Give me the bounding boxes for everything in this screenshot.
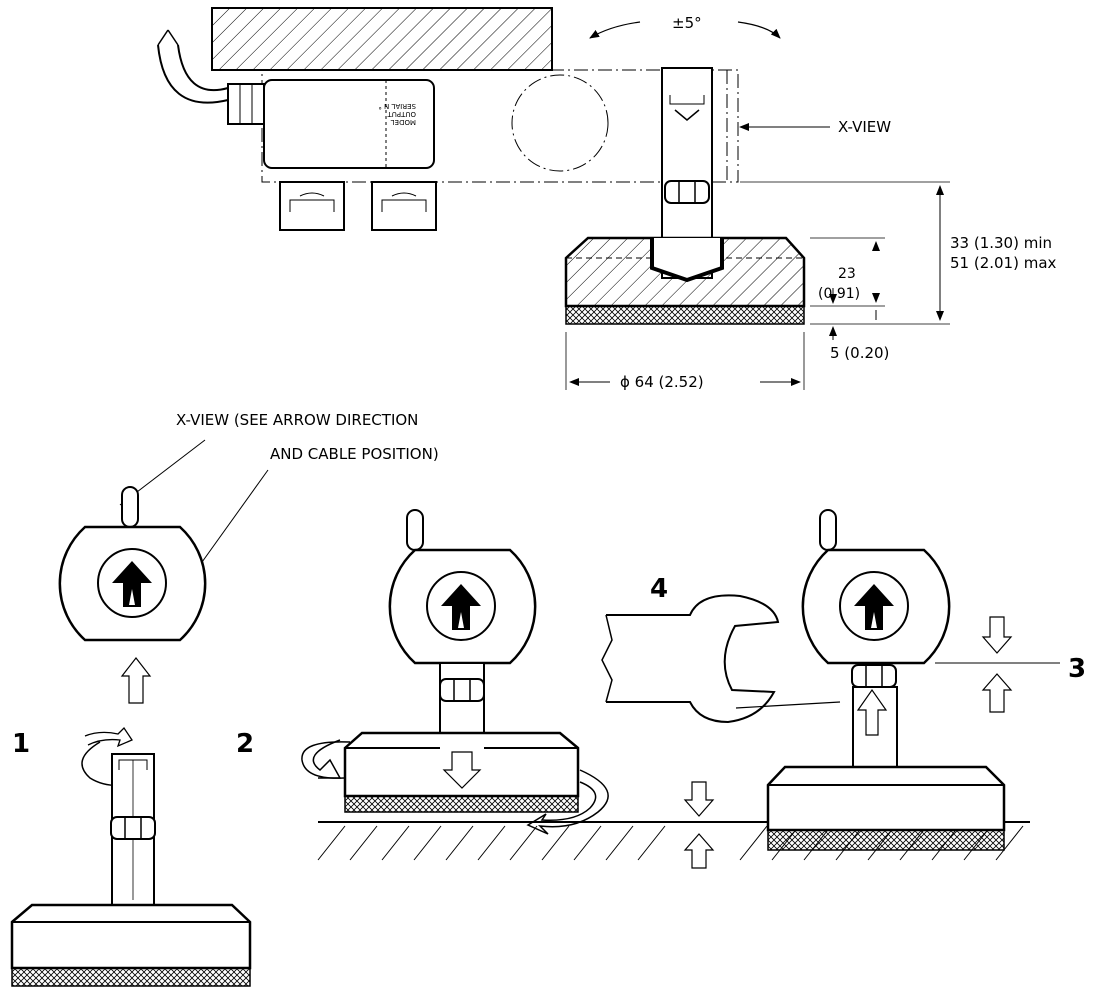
step-1-label: 1 — [12, 729, 30, 759]
marking-output: OUTPUT — [387, 110, 416, 118]
marking-serial: SERIAL N ° — [378, 102, 416, 110]
dim-height-min: 33 (1.30) min — [950, 234, 1052, 252]
dim-pad-thickness: 5 (0.20) — [830, 344, 889, 362]
mounting-bolt-1 — [279, 181, 345, 231]
cable — [157, 44, 229, 104]
x-view-note-line1: X-VIEW (SEE ARROW DIRECTION — [176, 411, 418, 429]
dim-height-max: 51 (2.01) max — [950, 254, 1057, 272]
load-cell-outline — [261, 69, 739, 183]
rubber-pad — [565, 305, 805, 325]
step-1-foot — [10, 903, 252, 970]
step-4-label: 4 — [650, 574, 668, 604]
dim-foot-height: 23 — [838, 266, 856, 282]
x-view-label: X-VIEW — [838, 118, 891, 136]
step-3-view: 3 — [766, 509, 1086, 851]
tilt-arrow-left — [589, 21, 641, 39]
mounting-beam — [211, 7, 553, 71]
tilt-angle-label: ±5° — [672, 14, 702, 32]
x-view-note-line2: AND CABLE POSITION) — [270, 445, 439, 463]
step-3-label: 3 — [1068, 654, 1086, 684]
dim-diameter: ϕ 64 (2.52) — [620, 373, 704, 391]
cable-gland — [227, 83, 265, 125]
tilt-arrow-right — [737, 21, 781, 39]
top-section-view: ±5° MODEL OUTPUT SERIAL N ° — [157, 7, 1057, 391]
marking-model: MODEL — [391, 118, 416, 126]
step-2-label: 2 — [236, 729, 254, 759]
dim-foot-height-inch: (0.91) — [818, 286, 860, 302]
wrench-icon — [606, 594, 780, 724]
mounting-bolt-2 — [371, 181, 437, 231]
hollow-up-arrow — [120, 657, 152, 704]
load-cell-bore — [511, 74, 609, 172]
step-2-view — [301, 509, 609, 835]
step-1-view: 1 — [10, 486, 252, 987]
label-plate — [263, 79, 435, 169]
